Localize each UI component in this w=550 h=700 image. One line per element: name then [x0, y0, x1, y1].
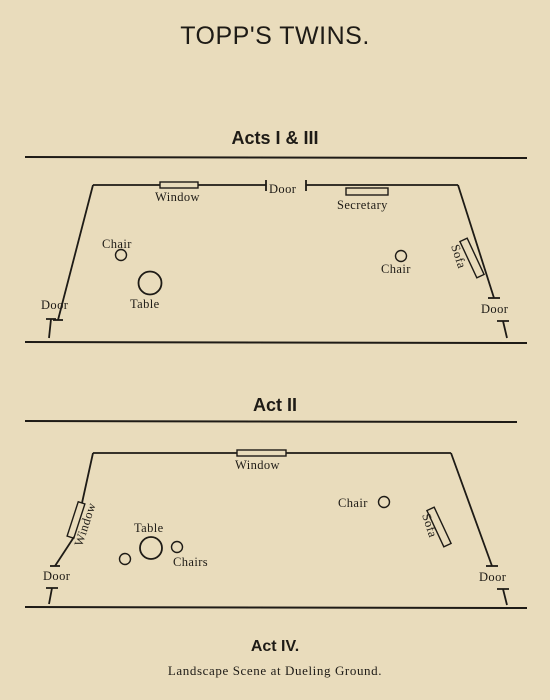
- plan-2-window-top-label: Window: [235, 458, 280, 472]
- plan-2-diagram: Window Window Chair Sofa Table Chairs Do…: [24, 420, 528, 609]
- plan-1-door-right-label: Door: [481, 302, 509, 316]
- plan-2-chair-right-label: Chair: [338, 496, 368, 510]
- plan-2-right-wall: [450, 452, 493, 567]
- plan-1-stage-front-line: [24, 341, 528, 344]
- plan-2-door-left-label: Door: [43, 569, 71, 583]
- plan-2-window-top: [236, 449, 287, 457]
- plan-2-stage-front-line: [24, 606, 528, 609]
- plan-2-left-wall: [54, 452, 94, 567]
- plan-2-chairs-label: Chairs: [173, 555, 208, 569]
- plan-1-chair-right: [394, 249, 408, 263]
- plan-1-chair-right-label: Chair: [381, 262, 411, 276]
- plan-2-chair-right: [377, 495, 391, 509]
- plan-2-sofa-label: Sofa: [419, 512, 440, 540]
- plan-1-table-label: Table: [130, 297, 160, 311]
- plan-2-chair-left: [118, 552, 132, 566]
- page-title: TOPP'S TWINS.: [180, 22, 370, 50]
- plan-2-window-left: [66, 500, 86, 540]
- plan-1-sofa: [458, 237, 486, 279]
- plan-2-chair-table-right: [170, 540, 184, 554]
- plan-2-sofa: [425, 506, 453, 548]
- plan-1-window: [159, 181, 199, 189]
- plan-1-secretary-label: Secretary: [337, 198, 388, 212]
- plan-1-right-wall: [457, 184, 495, 299]
- act-4-heading: Act IV.: [250, 638, 300, 655]
- plan-1-diagram: Window Door Secretary Chair Table Chair …: [24, 156, 528, 344]
- plan-1-left-wall: [57, 184, 94, 321]
- plan-1-table: [137, 270, 163, 296]
- plan-1-chair-left-label: Chair: [102, 237, 132, 251]
- plan-1-door-right-leaf: [497, 320, 509, 339]
- plan-2-table-label: Table: [134, 521, 164, 535]
- plan-1-sofa-label: Sofa: [448, 243, 469, 271]
- plan-2-heading: Act II: [252, 395, 297, 415]
- plan-2-door-left-leaf: [46, 587, 58, 605]
- plan-1-door-left-leaf: [46, 318, 56, 339]
- plan-2-door-right-leaf: [497, 588, 509, 606]
- plan-1-secretary: [345, 187, 389, 196]
- plan-1-top-rule: [24, 156, 528, 159]
- plan-1-chair-left: [114, 248, 128, 262]
- plan-1-window-label: Window: [155, 190, 200, 204]
- act-4-caption: Landscape Scene at Dueling Ground.: [167, 663, 383, 678]
- plan-2-door-right-label: Door: [479, 570, 507, 584]
- plan-2-top-rule: [24, 420, 518, 423]
- plan-1-door-center-label: Door: [269, 182, 297, 196]
- plan-1-heading: Acts I & III: [231, 128, 319, 148]
- plan-2-table: [139, 536, 163, 560]
- plan-1-door-left-label: Door: [41, 298, 69, 312]
